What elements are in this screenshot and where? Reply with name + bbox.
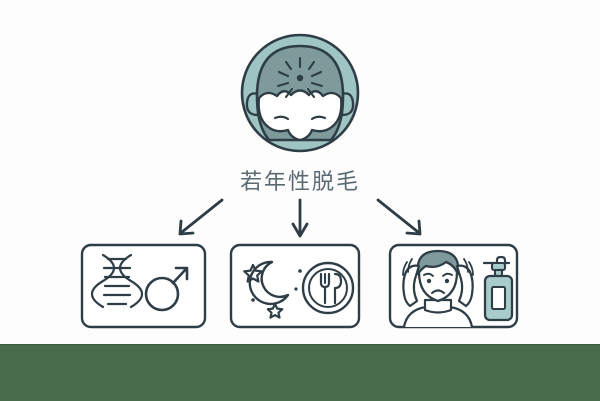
head-ear-right	[340, 92, 355, 117]
shampoo-pump-bottle-icon	[482, 255, 514, 322]
dna-helix-icon	[90, 253, 144, 309]
head-hair-fringe	[257, 89, 343, 142]
star-icon	[243, 263, 263, 283]
star-dot-icon-2	[298, 269, 302, 273]
bottle-pump-nozzle	[482, 255, 511, 265]
star-dot-icon	[251, 298, 255, 302]
page-title: 若年性脱毛	[239, 170, 360, 195]
stressed-person-icon	[402, 249, 474, 328]
crescent-moon-icon	[248, 260, 290, 306]
head-eye-left	[273, 115, 290, 121]
person-hair	[416, 249, 460, 276]
bottle-label	[490, 285, 507, 311]
person-brow-left	[423, 272, 434, 277]
person-mouth	[430, 289, 446, 295]
head-eye-right	[310, 115, 327, 121]
arrow-to-lifestyle	[291, 198, 309, 238]
arrow-to-stress-care	[376, 198, 422, 236]
stress-lines-icon	[402, 258, 474, 276]
star-icon-small	[266, 302, 284, 319]
star-dot-icon-3	[294, 287, 298, 291]
footer-band	[0, 344, 600, 401]
person-brow-right	[442, 272, 453, 277]
balding-head-icon	[240, 33, 360, 153]
person-neck	[423, 298, 453, 314]
arrow-to-genetics	[178, 198, 224, 236]
scalp-sparkle-icon	[276, 56, 324, 99]
person-eye-right	[444, 278, 450, 284]
male-gender-icon	[144, 266, 189, 312]
person-eye-left	[426, 278, 432, 284]
plate-fork-knife-icon	[301, 261, 355, 315]
head-ear-left	[245, 92, 260, 117]
